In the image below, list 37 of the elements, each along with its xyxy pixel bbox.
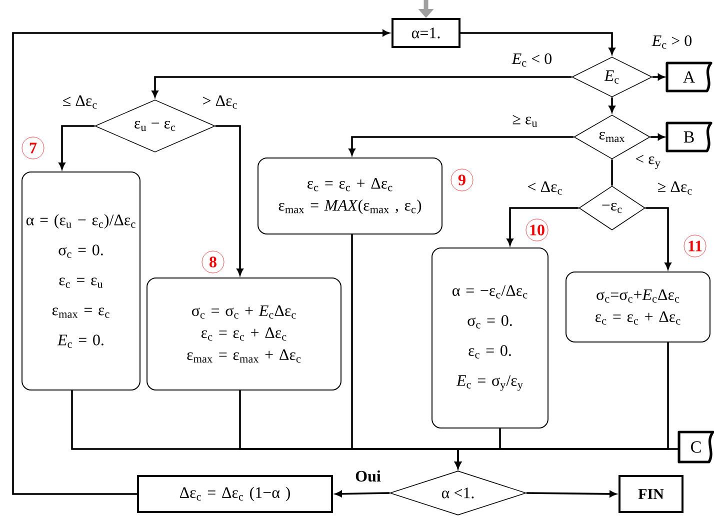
edge-label: E$_{c}$ > 0	[650, 34, 694, 50]
edge-label: E$_{c}$ < 0	[510, 52, 554, 68]
arrow	[454, 448, 679, 468]
arrow	[650, 134, 665, 140]
arrow	[12, 30, 390, 495]
arrow	[215, 125, 244, 276]
connector-box: C	[678, 430, 714, 464]
end-box: FIN	[618, 475, 684, 513]
arrow	[460, 32, 616, 54]
formula-box: Δε$_{c}$ = Δε$_{c}$ (1−α )	[137, 475, 333, 513]
edge-label: Oui	[354, 469, 382, 483]
process-box: α = −ε$_{c}$/Δε$_{c}$ σ$_{c}$ = 0. ε$_{c}$ = 0. E$_{c}$ = σ$_{y}$/ε$_{y}$	[432, 248, 548, 428]
arrow	[335, 490, 390, 498]
arrow	[348, 136, 574, 156]
arrow	[645, 207, 672, 270]
arrow	[58, 125, 95, 170]
formula-box: α=1.	[392, 18, 460, 48]
callout-number: 8	[202, 250, 224, 274]
arrow	[152, 76, 572, 98]
callout-number: 10	[526, 218, 548, 242]
callout-number: 11	[684, 234, 706, 258]
edge-label: ≥ Δε$_{c}$	[656, 180, 694, 196]
callout-number: 7	[22, 136, 44, 160]
connector-box: B	[666, 122, 712, 152]
process-box: σ$_{c}$=σ$_{c}$+E$_{c}$Δε$_{c}$ ε$_{c}$ = ε$_{c}$ + Δε$_{c}$	[566, 272, 710, 342]
arrow	[526, 490, 616, 498]
arrow	[506, 207, 579, 246]
connector-line	[611, 159, 613, 186]
edge-label: ≥ ε$_{u}$	[511, 114, 539, 128]
connector-box: A	[666, 62, 712, 92]
process-box: α = (ε$_{u}$ − ε$_{c}$)/Δε$_{c}$ σ$_{c}$ = 0. ε$_{c}$ = ε$_{u}$ ε$_{max}$ = ε$_{c}$ E$_{c}$ = 0.	[22, 172, 140, 390]
arrow	[608, 97, 616, 112]
process-box: σ$_{c}$ = σ$_{c}$ + E$_{c}$Δε$_{c}$ ε$_{c}$ = ε$_{c}$ + Δε$_{c}$ ε$_{max}$ = ε$_{max}$ + Δε$_{c}$	[146, 278, 342, 390]
arrow	[652, 74, 665, 80]
process-box: ε$_{c}$ = ε$_{c}$ + Δε$_{c}$ ε$_{max}$ = MAX(ε$_{max}$ , ε$_{c}$)	[258, 158, 442, 234]
edge-label: < Δε$_{c}$	[526, 180, 564, 196]
callout-number: 9	[450, 168, 474, 192]
